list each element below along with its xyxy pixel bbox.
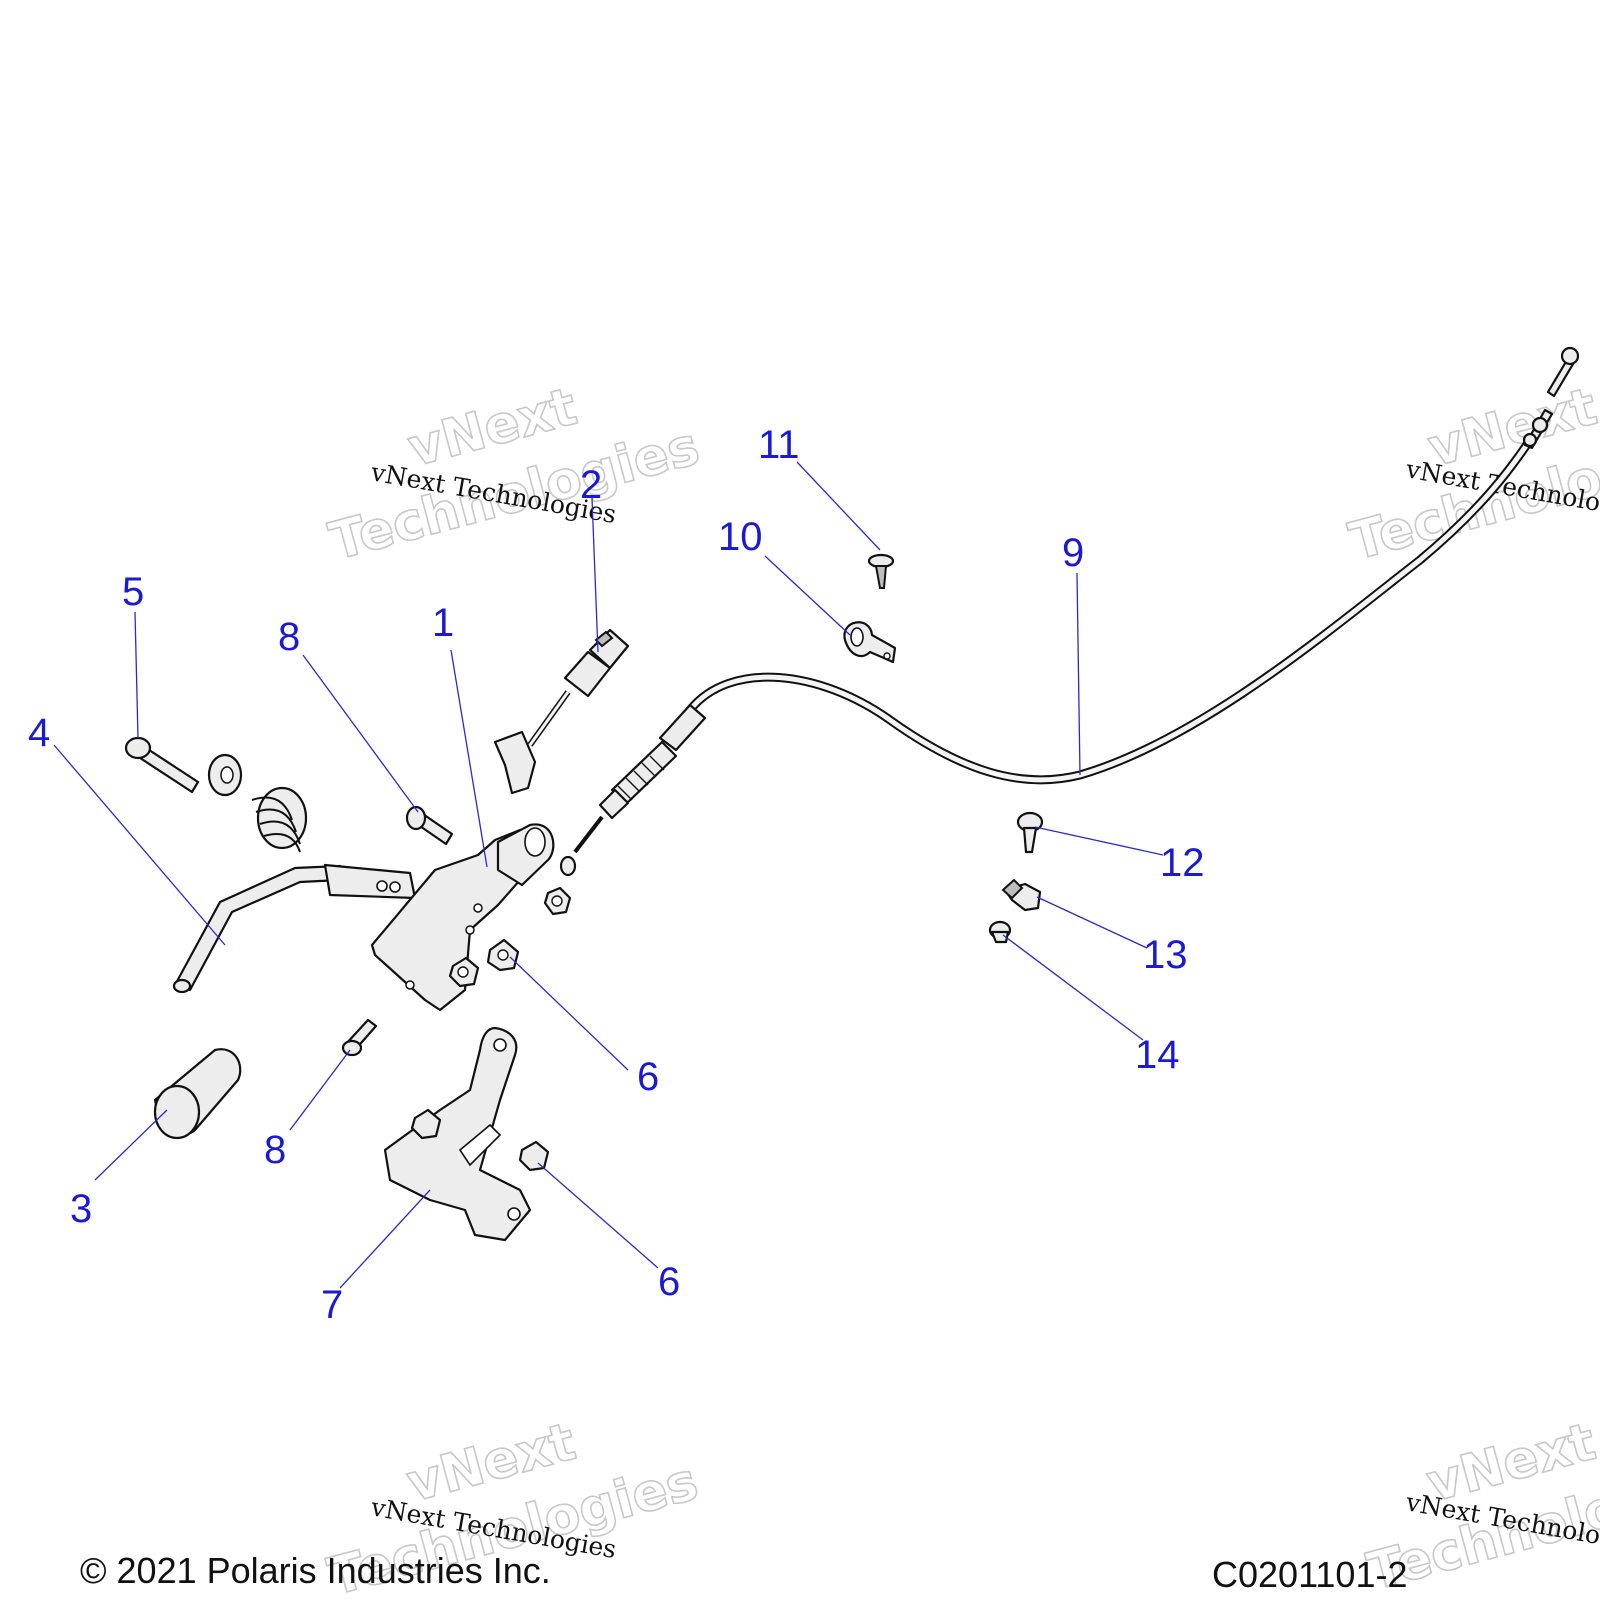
- callout-7: 7: [321, 1283, 343, 1327]
- callout-8b: 8: [264, 1128, 286, 1172]
- leader-6a: [509, 956, 629, 1071]
- spring: [251, 786, 308, 853]
- copyright-text: © 2021 Polaris Industries Inc.: [80, 1550, 551, 1591]
- callout-12: 12: [1160, 841, 1205, 885]
- callout-11: 11: [758, 423, 800, 467]
- callout-5: 5: [122, 570, 144, 614]
- callout-2: 2: [580, 463, 602, 507]
- nut-a: [543, 886, 572, 916]
- leader-2: [591, 497, 599, 653]
- leader-7: [339, 1189, 431, 1289]
- part-8-pin-lower: [341, 1018, 378, 1057]
- callout-1: 1: [432, 601, 454, 645]
- callout-8a: 8: [278, 615, 300, 659]
- leader-10: [764, 555, 851, 636]
- part-2-switch: [493, 628, 630, 795]
- leader-11: [796, 461, 881, 551]
- leader-1: [450, 649, 488, 868]
- washer: [207, 753, 243, 797]
- part-11-screw: [867, 553, 895, 589]
- drawing-id: C0201101-2: [1212, 1554, 1408, 1595]
- callout-10: 10: [718, 515, 763, 559]
- callout-4: 4: [28, 711, 50, 755]
- callout-14: 14: [1135, 1033, 1180, 1077]
- leader-8a: [302, 654, 419, 813]
- leader-8b: [289, 1049, 351, 1131]
- leader-13: [1036, 896, 1148, 949]
- part-1-lever-bracket: [370, 823, 555, 1012]
- part-13-clip: [1001, 878, 1042, 912]
- part-7-lower-bracket: [383, 1026, 550, 1242]
- leader-9: [1076, 572, 1081, 776]
- leader-14: [1002, 934, 1144, 1041]
- callout-3: 3: [70, 1187, 92, 1231]
- part-12-bolt: [1016, 811, 1044, 854]
- part-6-nut-upper: [486, 938, 520, 972]
- part-4-lever-rod: [172, 863, 417, 994]
- part-10-clamp: [843, 621, 897, 664]
- leader-6b: [537, 1162, 659, 1269]
- part-5-bolt: [124, 736, 200, 794]
- watermark-top-left: vNext Technologies: [323, 376, 706, 573]
- callout-9: 9: [1062, 531, 1084, 575]
- part-14-nut: [988, 920, 1012, 944]
- leader-4: [53, 744, 226, 946]
- part-3-knob: [153, 1048, 242, 1140]
- callout-6a: 6: [637, 1055, 659, 1099]
- leader-5: [134, 611, 139, 739]
- leader-12: [1034, 826, 1164, 856]
- callout-13: 13: [1143, 933, 1188, 977]
- part-9-cable: [559, 346, 1580, 877]
- nut-b: [448, 956, 480, 988]
- part-8-pin-upper: [405, 805, 454, 846]
- callout-6b: 6: [658, 1260, 680, 1304]
- leader-3: [94, 1109, 168, 1181]
